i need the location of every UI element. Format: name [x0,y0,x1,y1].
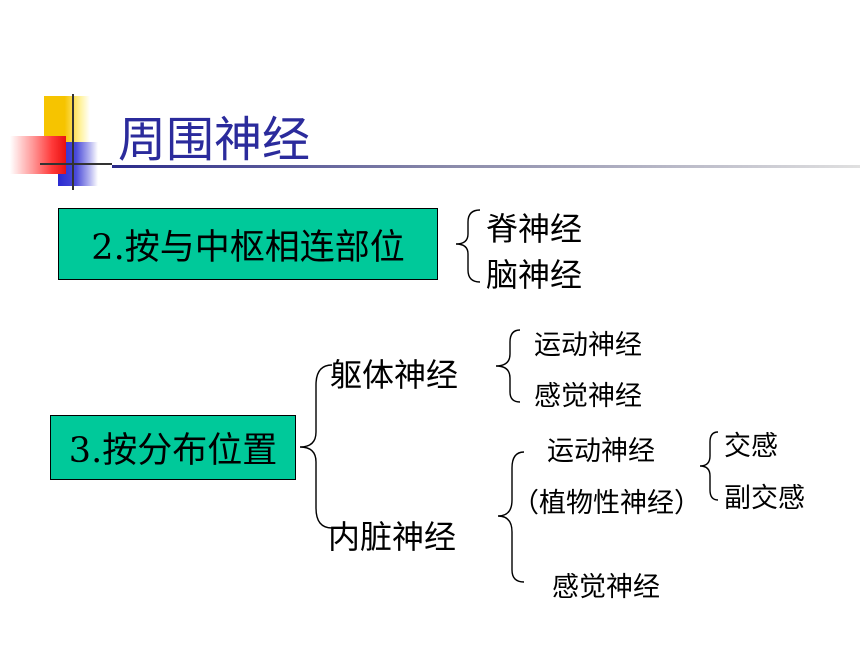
slide-title: 周围神经 [118,112,311,168]
brace-somatic [495,329,521,403]
logo-yellow-block [44,96,90,142]
brace-visceral [497,451,525,583]
somatic-motor-label: 运动神经 [534,330,642,361]
visceral-nerve-label: 内脏神经 [328,518,457,556]
section2-box: 2.按与中枢相连部位 [58,208,438,280]
somatic-sensory-label: 感觉神经 [534,381,642,412]
sympathetic-label: 交感 [724,431,778,462]
brace-autonomic [699,431,719,501]
cranial-nerve-label: 脑神经 [486,256,583,294]
visceral-motor-label: 运动神经 [547,436,655,467]
logo-vertical-line [72,94,74,190]
logo-horizontal-line [40,163,112,165]
visceral-sensory-label: 感觉神经 [552,572,660,603]
brace-section2 [455,209,481,283]
autonomic-note-label: （植物性神经） [512,488,701,519]
spinal-nerve-label: 脊神经 [486,210,583,248]
title-underline [112,165,860,168]
brace-section3 [299,364,333,529]
section3-box: 3.按分布位置 [50,415,296,480]
somatic-nerve-label: 躯体神经 [330,356,459,394]
parasympathetic-label: 副交感 [724,483,805,514]
logo-red-block [10,136,66,174]
